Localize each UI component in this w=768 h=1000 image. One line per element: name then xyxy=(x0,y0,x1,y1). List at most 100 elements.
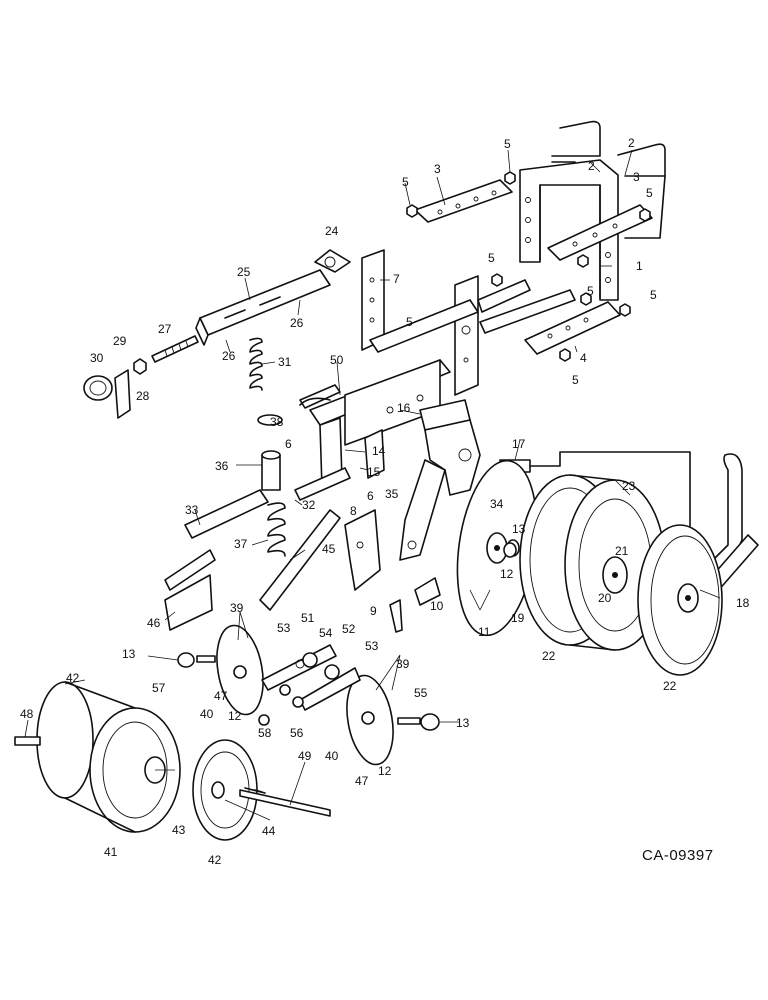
callout-53: 53 xyxy=(277,621,291,635)
callout-28: 28 xyxy=(136,389,150,403)
depth-bracket-part xyxy=(364,399,481,561)
callout-24: 24 xyxy=(325,224,339,238)
axle-part xyxy=(14,736,331,817)
callout-16: 16 xyxy=(397,401,411,415)
callout-36: 36 xyxy=(215,459,229,473)
callout-26: 26 xyxy=(290,316,304,330)
callout-22: 22 xyxy=(542,649,556,663)
callout-5: 5 xyxy=(646,186,653,200)
scraper-part xyxy=(389,577,441,633)
spring-part xyxy=(249,337,263,391)
callout-33: 33 xyxy=(185,503,199,517)
callout-14: 14 xyxy=(372,444,386,458)
callout-15: 15 xyxy=(367,465,381,479)
callout-53: 53 xyxy=(365,639,379,653)
callout-12: 12 xyxy=(378,764,392,778)
callout-37: 37 xyxy=(234,537,248,551)
callout-26: 26 xyxy=(222,349,236,363)
gauge-wheel-part xyxy=(637,524,723,676)
callout-40: 40 xyxy=(325,749,339,763)
callout-1: 1 xyxy=(636,259,643,273)
callout-17: 17 xyxy=(512,437,526,451)
callout-5: 5 xyxy=(406,315,413,329)
callout-31: 31 xyxy=(278,355,292,369)
callout-47: 47 xyxy=(214,689,228,703)
callout-25: 25 xyxy=(237,265,251,279)
callout-6: 6 xyxy=(285,437,292,451)
callout-2: 2 xyxy=(588,159,595,173)
callout-3: 3 xyxy=(633,170,640,184)
callout-2: 2 xyxy=(628,136,635,150)
parallel-arm-frame-part xyxy=(299,249,576,489)
clamp-plate-part xyxy=(414,179,653,261)
callout-52: 52 xyxy=(342,622,356,636)
adjusting-rod-part xyxy=(83,335,199,419)
callout-12: 12 xyxy=(228,709,242,723)
callout-47: 47 xyxy=(355,774,369,788)
callout-13: 13 xyxy=(512,522,526,536)
drawing-code: CA-09397 xyxy=(642,847,714,864)
callout-5: 5 xyxy=(572,373,579,387)
callout-27: 27 xyxy=(158,322,172,336)
callout-29: 29 xyxy=(113,334,127,348)
callout-5: 5 xyxy=(504,137,511,151)
shank-bracket-part xyxy=(344,509,381,591)
callout-30: 30 xyxy=(90,351,104,365)
callout-7: 7 xyxy=(393,272,400,286)
leader-lines xyxy=(24,149,721,821)
closing-wheel-part xyxy=(36,681,258,841)
callout-55: 55 xyxy=(414,686,428,700)
callout-43: 43 xyxy=(172,823,186,837)
spring-tube-assembly-part xyxy=(257,414,351,557)
callout-12: 12 xyxy=(500,567,514,581)
callout-39: 39 xyxy=(230,601,244,615)
callout-5: 5 xyxy=(650,288,657,302)
callout-42: 42 xyxy=(208,853,222,867)
u-bolt-part xyxy=(551,120,666,239)
callout-13: 13 xyxy=(122,647,136,661)
callout-5: 5 xyxy=(402,175,409,189)
callout-4: 4 xyxy=(580,351,587,365)
callout-21: 21 xyxy=(615,544,629,558)
callout-40: 40 xyxy=(200,707,214,721)
callout-39: 39 xyxy=(396,657,410,671)
callout-20: 20 xyxy=(598,591,612,605)
callout-41: 41 xyxy=(104,845,118,859)
callout-54: 54 xyxy=(319,626,333,640)
callout-34: 34 xyxy=(490,497,504,511)
callout-42: 42 xyxy=(66,671,80,685)
callout-6: 6 xyxy=(367,489,374,503)
callout-50: 50 xyxy=(330,353,344,367)
callout-10: 10 xyxy=(430,599,444,613)
callout-3: 3 xyxy=(434,162,441,176)
callout-9: 9 xyxy=(370,604,377,618)
callout-57: 57 xyxy=(152,681,166,695)
callout-22: 22 xyxy=(663,679,677,693)
callout-35: 35 xyxy=(385,487,399,501)
callout-38: 38 xyxy=(270,415,284,429)
callout-48: 48 xyxy=(20,707,34,721)
callout-32: 32 xyxy=(302,498,316,512)
callout-19: 19 xyxy=(511,611,525,625)
callout-18: 18 xyxy=(736,596,750,610)
lower-plate-part xyxy=(524,301,621,355)
callout-11: 11 xyxy=(478,625,491,639)
callout-44: 44 xyxy=(262,824,276,838)
callout-46: 46 xyxy=(147,616,161,630)
callout-23: 23 xyxy=(622,479,636,493)
closing-disk-part xyxy=(216,624,394,766)
link-arm-part xyxy=(164,489,341,631)
callout-13: 13 xyxy=(456,716,470,730)
closing-arm-part xyxy=(258,644,361,726)
callout-51: 51 xyxy=(301,611,315,625)
callout-58: 58 xyxy=(258,726,272,740)
callout-45: 45 xyxy=(322,542,336,556)
callout-5: 5 xyxy=(587,284,594,298)
callout-5: 5 xyxy=(488,251,495,265)
callout-8: 8 xyxy=(350,504,357,518)
callout-labels: 1 2 2 3 3 4 5 5 5 5 5 5 5 5 6 6 7 8 9 10… xyxy=(20,136,750,867)
top-link-part xyxy=(195,249,351,346)
callout-49: 49 xyxy=(298,749,312,763)
callout-56: 56 xyxy=(290,726,304,740)
